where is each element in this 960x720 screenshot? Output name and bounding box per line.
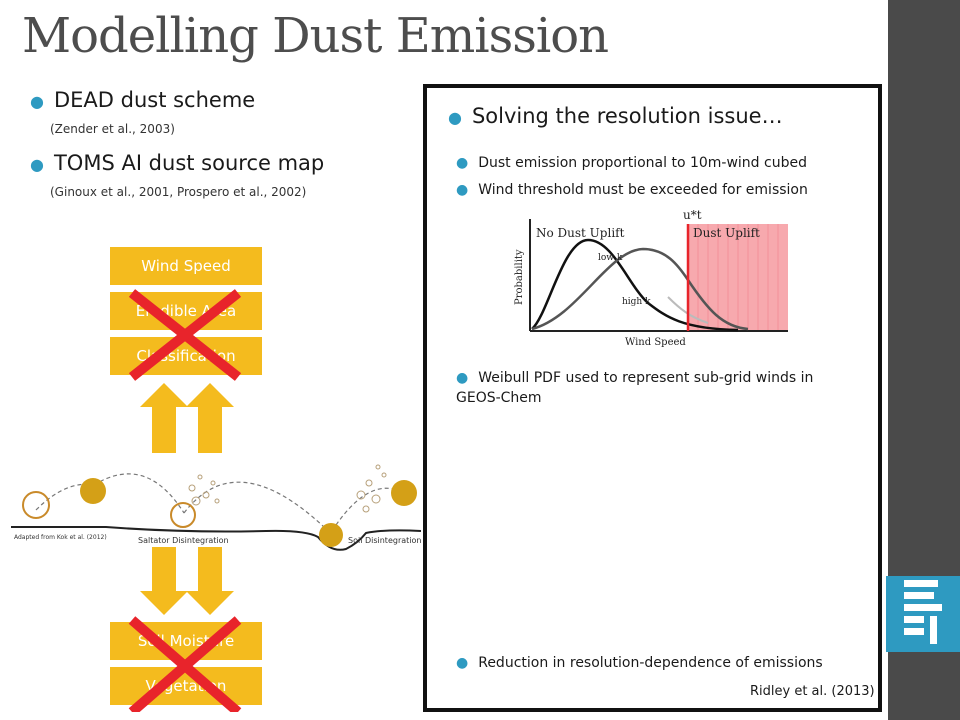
resolution-panel	[423, 84, 882, 712]
label-no-dust-uplift: No Dust Uplift	[536, 226, 625, 240]
label-high-k: high k	[622, 297, 651, 307]
bullet-text: DEAD dust scheme	[53, 88, 256, 112]
panel-heading-text: Solving the resolution issue…	[471, 104, 783, 128]
label-soil-disintegration: Soil Disintegration	[348, 536, 421, 545]
bullet-text: TOMS AI dust source map	[53, 151, 325, 175]
label-low-k: low k	[598, 253, 623, 263]
sidebar-accent-band	[886, 576, 960, 652]
reference-ginoux: (Ginoux et al., 2001, Prospero et al., 2…	[50, 185, 307, 199]
label-dust-uplift: Dust Uplift	[693, 226, 760, 240]
x-axis-label: Wind Speed	[625, 337, 686, 348]
point-resolution-dependence: ●Reduction in resolution-dependence of e…	[456, 655, 823, 671]
up-arrows-icon	[140, 383, 234, 453]
down-arrows-icon	[140, 547, 234, 615]
label-saltator-disintegration: Saltator Disintegration	[138, 536, 229, 545]
point-wind-cubed: ●Dust emission proportional to 10m-wind …	[456, 155, 807, 171]
point-text: Wind threshold must be exceeded for emis…	[478, 182, 808, 198]
point-text: Reduction in resolution-dependence of em…	[478, 655, 823, 671]
bullet-dead-scheme: ●DEAD dust scheme	[30, 88, 256, 112]
point-text: Weibull PDF used to represent sub-grid w…	[456, 370, 814, 406]
point-weibull: ●Weibull PDF used to represent sub-grid …	[456, 370, 814, 406]
reference-zender: (Zender et al., 2003)	[50, 122, 175, 136]
logo-icon	[904, 580, 942, 644]
panel-heading: ●Solving the resolution issue…	[448, 104, 783, 128]
box-classification: Classification	[110, 337, 262, 375]
point-text: Dust emission proportional to 10m-wind c…	[478, 155, 807, 171]
weibull-chart: u*t No Dust Uplift Dust Uplift low k hig…	[514, 208, 788, 348]
slide-title: Modelling Dust Emission	[22, 8, 609, 64]
citation: Ridley et al. (2013)	[750, 684, 875, 699]
cross-mark-icon	[128, 289, 242, 381]
box-wind-speed: Wind Speed	[110, 247, 262, 285]
bullet-toms-map: ●TOMS AI dust source map	[30, 151, 325, 175]
point-threshold: ●Wind threshold must be exceeded for emi…	[456, 182, 808, 198]
threshold-label: u*t	[683, 208, 702, 222]
diagram-credit: Adapted from Kok et al. (2012)	[14, 534, 107, 541]
cross-mark-icon	[128, 616, 242, 712]
y-axis-label: Probability	[514, 249, 525, 305]
saltation-diagram: Adapted from Kok et al. (2012) Saltator …	[11, 464, 421, 551]
